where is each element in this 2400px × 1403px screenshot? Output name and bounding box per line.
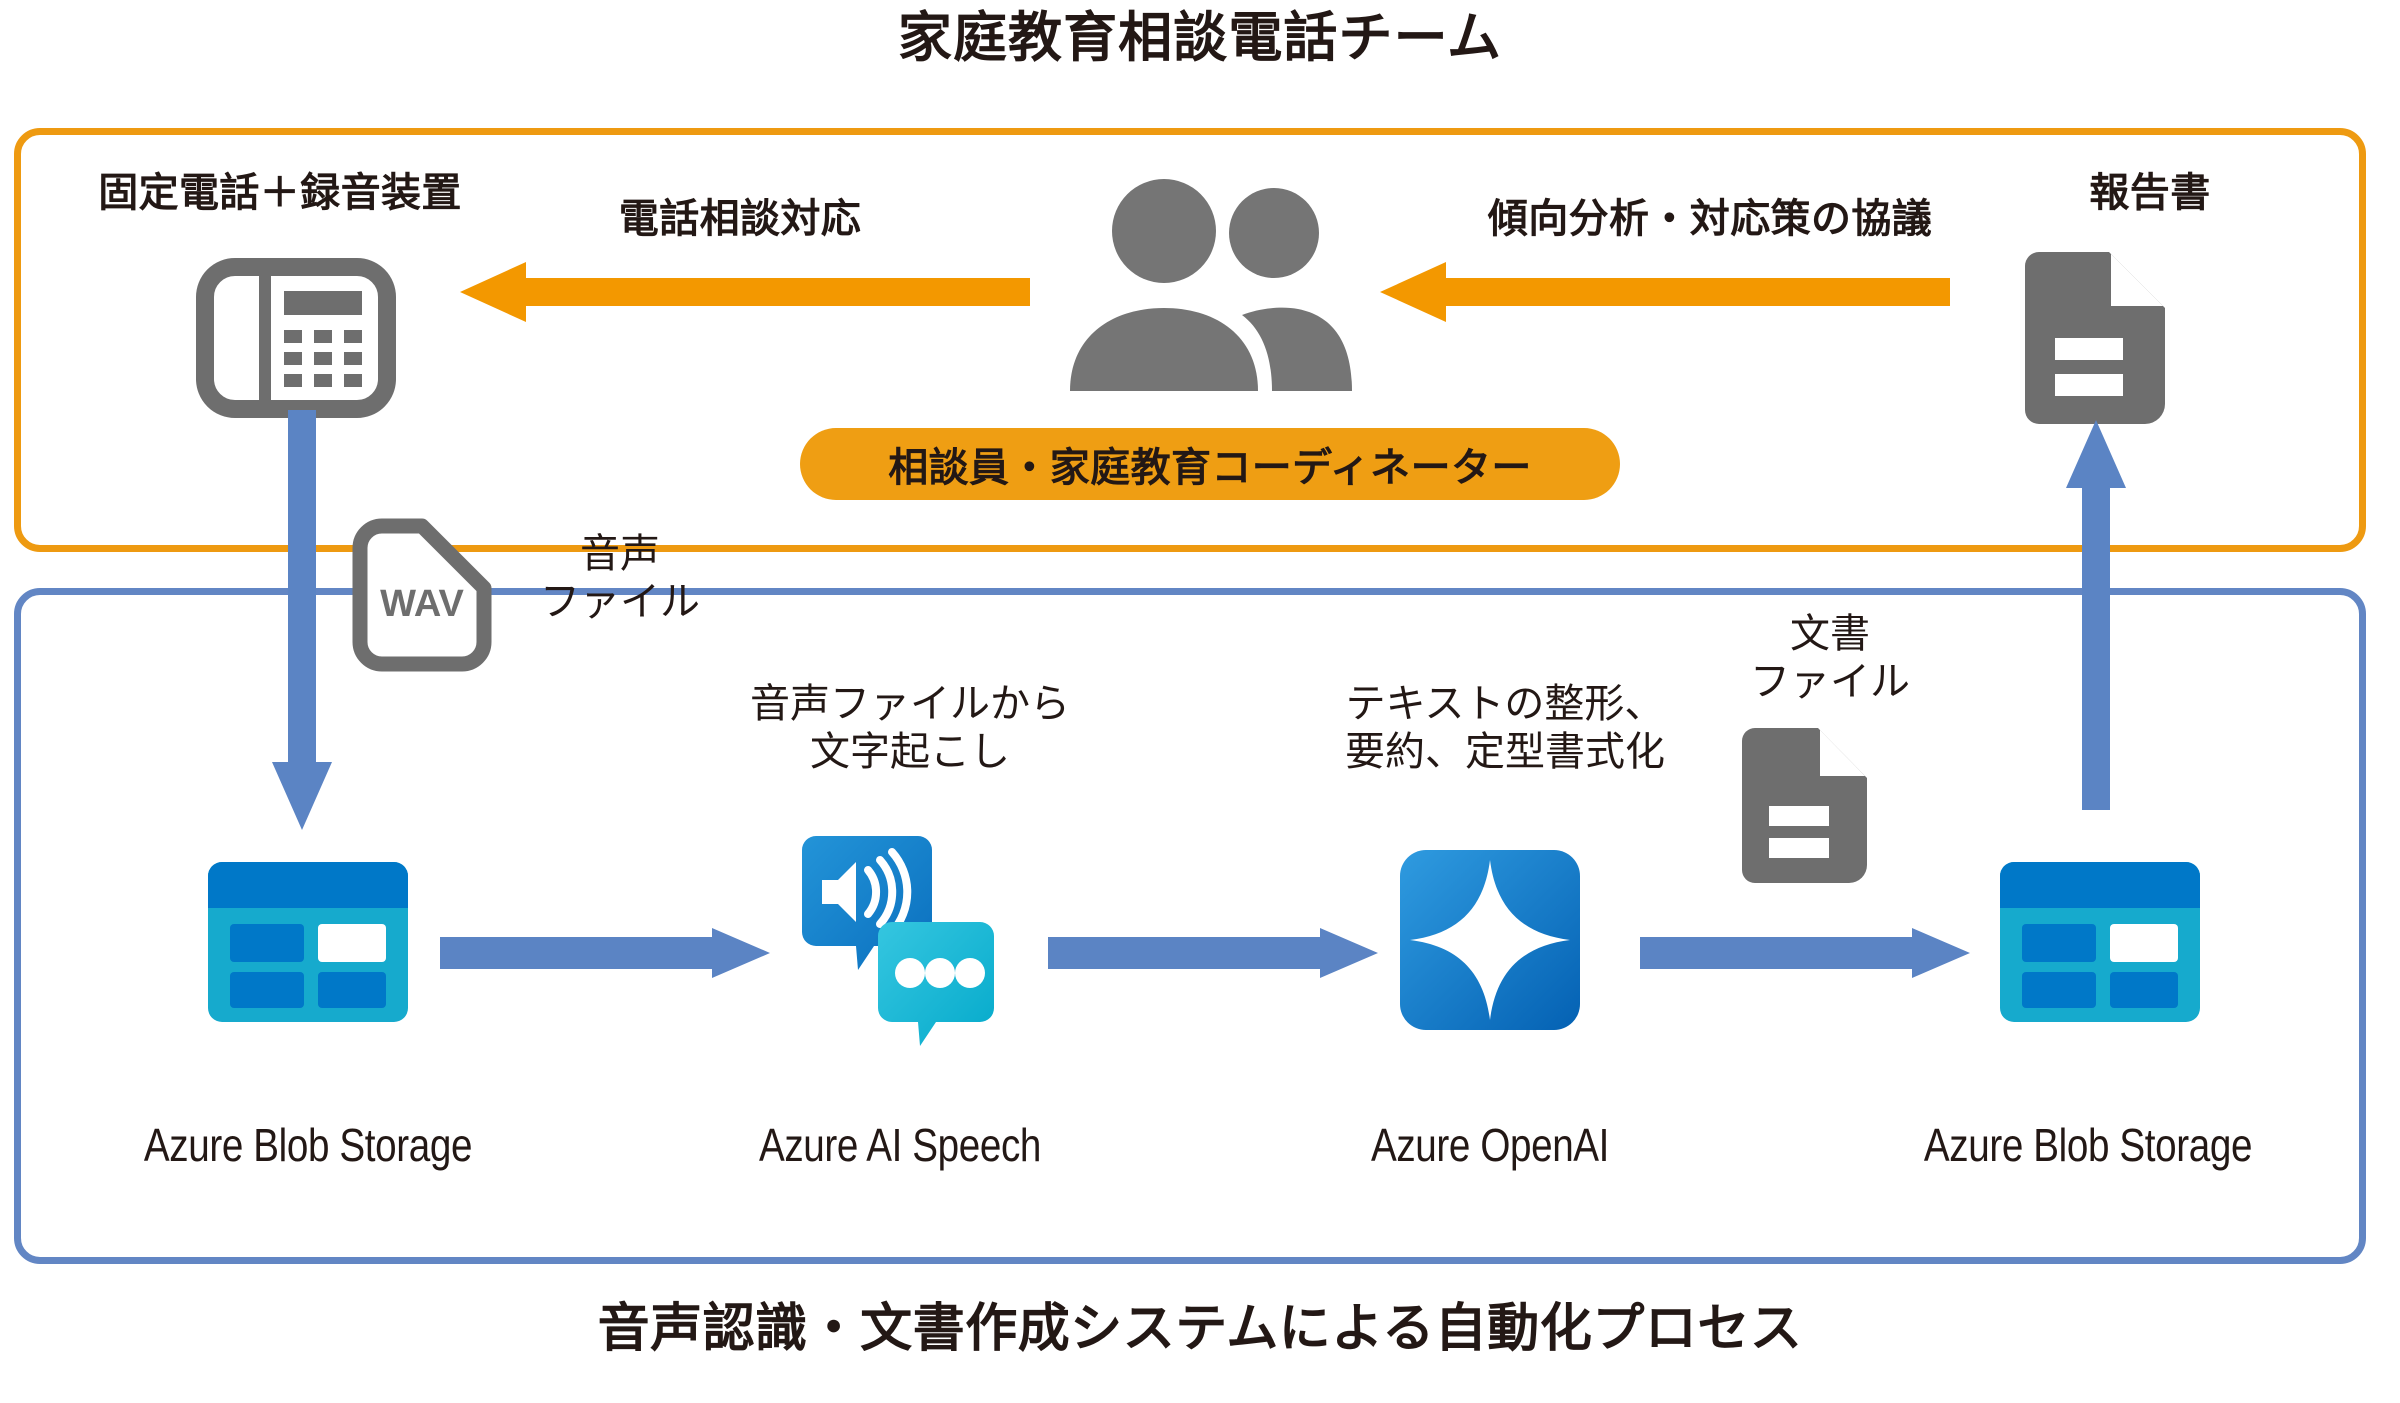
report-delivery-arrow <box>2066 420 2126 810</box>
azure-blob-storage-icon <box>2000 862 2200 1022</box>
report-document-icon <box>2025 252 2165 424</box>
svg-text:WAV: WAV <box>380 583 464 625</box>
analysis-arrow-label: 傾向分析・対応策の協議 <box>1487 196 1933 242</box>
consult-arrow-label: 電話相談対応 <box>618 196 862 242</box>
transcribe-step-label: 音声ファイルから 文字起こし <box>750 681 1070 775</box>
page-title: 家庭教育相談電話チーム <box>897 6 1503 69</box>
wav-file-label: 音声 ファイル <box>540 531 700 625</box>
service-label-blob-1: Azure Blob Storage <box>58 1118 558 1172</box>
team-section-container <box>14 128 2366 552</box>
two-people-icon <box>1046 176 1356 406</box>
audio-upload-arrow <box>272 410 332 830</box>
role-badge: 相談員・家庭教育コーディネーター <box>800 428 1620 500</box>
wav-file-icon: WAV <box>352 518 492 672</box>
flow-arrow-3 <box>1640 928 1970 978</box>
system-section-container <box>14 588 2366 1264</box>
analysis-arrow <box>1380 262 1950 322</box>
service-label-blob-2: Azure Blob Storage <box>1838 1118 2338 1172</box>
service-label-text: Azure Blob Storage <box>1923 1119 2253 1171</box>
format-step-label: テキストの整形、 要約、定型書式化 <box>1345 681 1665 775</box>
phone-label: 固定電話＋録音装置 <box>98 170 462 216</box>
service-label-text: Azure OpenAI <box>1370 1119 1610 1171</box>
service-label-text: Azure Blob Storage <box>143 1119 473 1171</box>
service-label-text: Azure AI Speech <box>758 1119 1042 1171</box>
role-badge-label: 相談員・家庭教育コーディネーター <box>888 445 1532 491</box>
service-label-openai: Azure OpenAI <box>1240 1118 1740 1172</box>
service-label-speech: Azure AI Speech <box>650 1118 1150 1172</box>
doc-file-label: 文書 ファイル <box>1750 611 1910 705</box>
azure-openai-icon <box>1400 850 1580 1030</box>
desk-phone-icon <box>196 258 396 418</box>
azure-blob-storage-icon <box>208 862 408 1022</box>
consult-arrow <box>460 262 1030 322</box>
flow-arrow-1 <box>440 928 770 978</box>
flow-arrow-2 <box>1048 928 1378 978</box>
azure-ai-speech-icon <box>790 832 1000 1052</box>
doc-file-icon <box>1742 728 1867 883</box>
report-label: 報告書 <box>2089 170 2211 216</box>
page-subtitle: 音声認識・文書作成システムによる自動化プロセス <box>597 1299 1803 1359</box>
